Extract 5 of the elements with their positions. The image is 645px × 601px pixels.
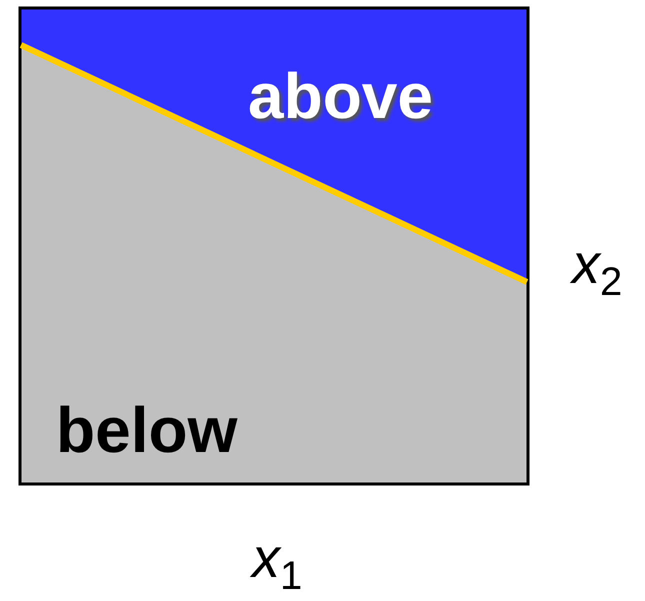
- region-label: below: [56, 394, 238, 466]
- axis-label: x$_{2}$: [572, 236, 622, 302]
- upper-region: [18, 6, 530, 285]
- axis-label: x$_{1}$: [252, 530, 302, 596]
- region-label: above: [248, 60, 433, 132]
